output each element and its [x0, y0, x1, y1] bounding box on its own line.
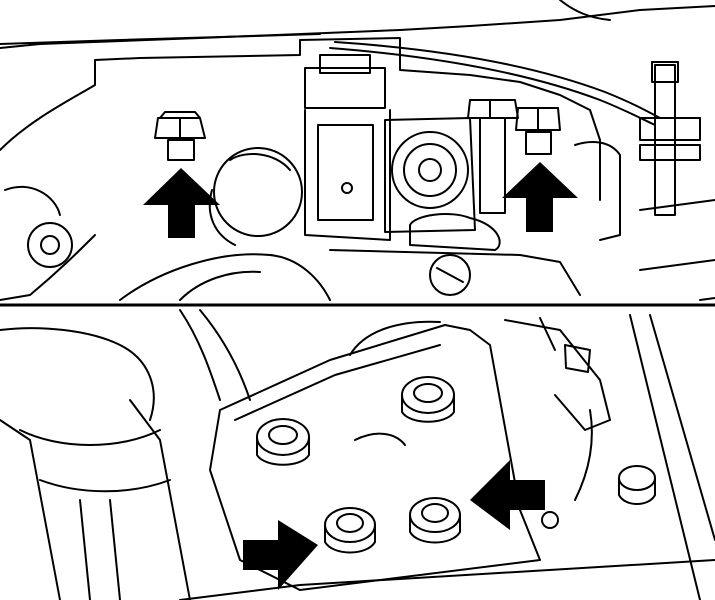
bolt-plate-lower-left — [324, 507, 376, 554]
central-rect-housing — [317, 124, 374, 221]
central-pin — [341, 182, 353, 194]
bolt-plate-top — [401, 376, 455, 423]
hose-bottom — [179, 309, 251, 401]
fitting-inner — [418, 158, 442, 182]
top-housing-outline — [0, 5, 715, 49]
fuel-pipe — [329, 47, 656, 126]
arrow-right-lower — [243, 520, 318, 590]
left-casing-curve — [4, 185, 61, 216]
lower-fitting-lever — [409, 213, 501, 251]
fitting-mid — [403, 143, 457, 197]
central-block-outline — [139, 37, 601, 201]
bolt-top-right — [515, 107, 561, 155]
sensor-body — [304, 67, 386, 109]
fitting-housing — [384, 117, 476, 233]
right-stud-cap — [651, 61, 679, 83]
strut-cylinder — [79, 499, 121, 600]
strut-top — [0, 327, 155, 421]
pipe-boss-outer — [213, 147, 303, 237]
bolt-plate-left — [256, 418, 310, 466]
mounting-plate-inner — [234, 344, 441, 421]
right-casing-line-2 — [649, 314, 715, 541]
pipe-boss-inner — [229, 153, 291, 171]
top-housing-lip — [0, 33, 321, 45]
arrow-left-lower — [470, 460, 545, 530]
fitting-outer — [391, 131, 469, 209]
arrow-up-left — [143, 168, 220, 238]
left-casing-lower — [0, 234, 96, 301]
bottom-panel — [0, 309, 715, 600]
strut-ring — [19, 429, 161, 446]
top-panel — [0, 0, 715, 307]
lower-plug-slot — [436, 267, 464, 283]
linkage-cable — [574, 409, 593, 501]
right-side-casing — [639, 199, 715, 301]
plate-curve — [354, 432, 406, 446]
hose-left — [119, 253, 331, 301]
linkage-pivot — [541, 511, 559, 529]
fuel-pipe-inner — [334, 41, 661, 119]
strut-body-right — [129, 399, 191, 600]
sensor-cap — [319, 54, 371, 74]
right-bracket — [574, 141, 621, 241]
arrow-up-right — [502, 162, 578, 232]
left-bolt-hole-outer — [27, 222, 73, 268]
hose-left-2 — [179, 270, 261, 301]
strut-body-left — [0, 419, 61, 600]
right-nut-lower — [639, 144, 701, 161]
mounting-plate-edge — [349, 320, 441, 356]
lower-housing — [329, 249, 581, 296]
strut-ring-2 — [39, 479, 171, 493]
bolt-plate-lower-right — [409, 497, 461, 544]
central-support — [304, 109, 391, 241]
left-casing — [0, 57, 141, 151]
linkage-bracket — [504, 319, 611, 431]
bolt-top-left — [154, 111, 206, 161]
right-casing-line-1 — [629, 314, 701, 600]
lower-plug-outer — [429, 254, 471, 296]
left-bolt-hole-inner — [40, 235, 60, 255]
linkage-rod — [539, 317, 556, 351]
bolt-right-edge — [618, 465, 656, 505]
bottom-frame — [179, 559, 715, 600]
right-nut-upper — [639, 117, 701, 141]
linkage-nut — [564, 344, 591, 373]
top-housing-edge — [559, 0, 611, 21]
